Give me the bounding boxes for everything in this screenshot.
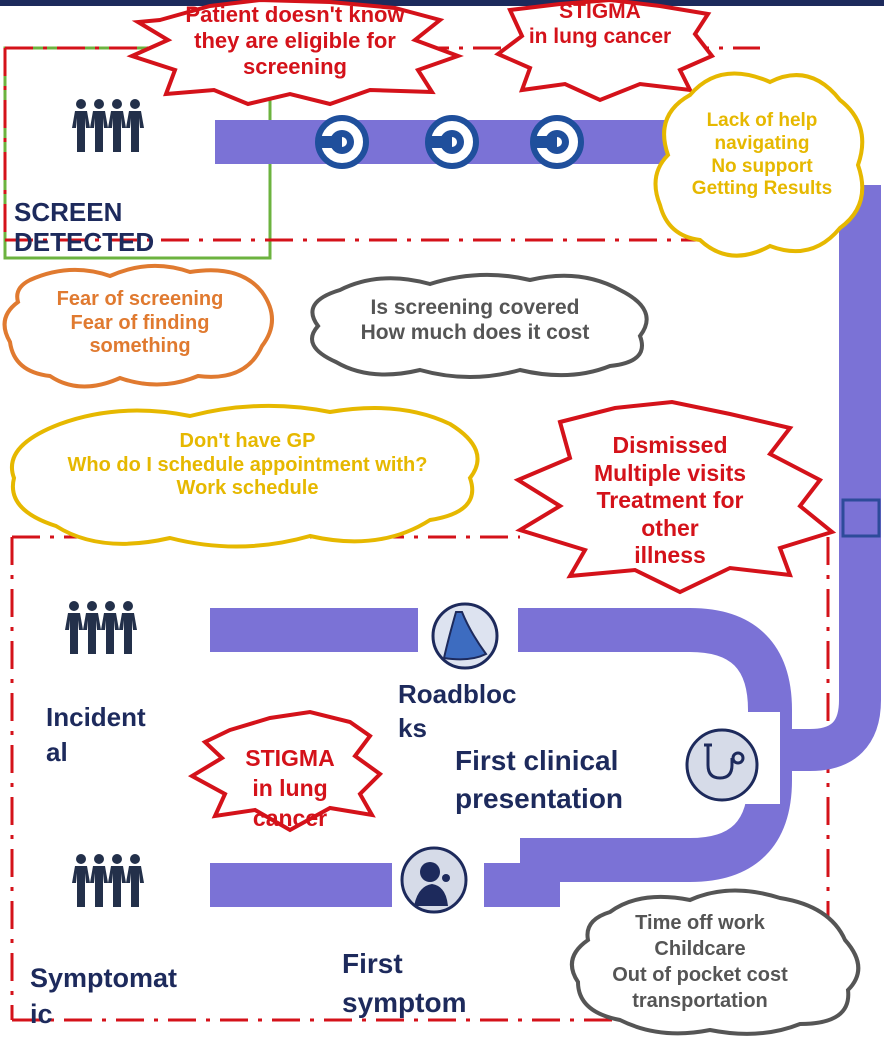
navigation-text: Lack of help navigating No support Getti… — [691, 110, 833, 200]
access-cloud — [10, 403, 480, 549]
navigation-cloud — [653, 71, 865, 258]
people-group-icon — [72, 854, 144, 907]
top-bar — [0, 0, 884, 6]
cost-coverage-cloud — [310, 272, 649, 379]
cost-coverage-text: Is screening covered How much does it co… — [360, 296, 590, 344]
fear-cloud — [2, 263, 274, 389]
dismissed-callout — [513, 399, 837, 595]
stethoscope-icon — [670, 712, 780, 804]
first-clinical-presentation-label: First clinical presentation — [455, 745, 624, 814]
dismissed-text: Dismissed Multiple visits Treatment for … — [593, 432, 747, 569]
stigma-top-text: STIGMA in lung cancer — [528, 0, 672, 48]
eligibility-callout — [126, 0, 464, 107]
radar-icon — [530, 115, 584, 169]
first-symptom-label: First symptom — [342, 948, 467, 1019]
stigma-mid-callout — [187, 709, 384, 833]
incidental-label: Incident al — [46, 702, 146, 768]
radar-icon — [425, 115, 479, 169]
screen-detected-label: SCREEN DETECTED — [14, 197, 155, 257]
pathway-junction — [841, 498, 881, 538]
stigma-mid-text: STIGMA in lung cancer — [245, 745, 335, 831]
practical-text: Time off work Childcare Out of pocket co… — [612, 912, 788, 1012]
symptomatic-label: Symptomat ic — [30, 963, 178, 1030]
stigma-top-callout — [494, 0, 716, 103]
coughing-person-icon — [392, 846, 484, 920]
practical-cloud — [569, 888, 861, 1036]
fear-text: Fear of screening Fear of finding someth… — [56, 288, 224, 358]
radar-icon — [315, 115, 369, 169]
people-group-icon — [72, 99, 144, 152]
access-text: Don't have GP Who do I schedule appointm… — [67, 430, 428, 500]
lung-icon — [418, 600, 518, 672]
people-group-icon — [65, 601, 137, 654]
roadblocks-label: Roadbloc ks — [398, 679, 517, 743]
eligibility-text: Patient doesn't know they are eligible f… — [185, 2, 405, 79]
